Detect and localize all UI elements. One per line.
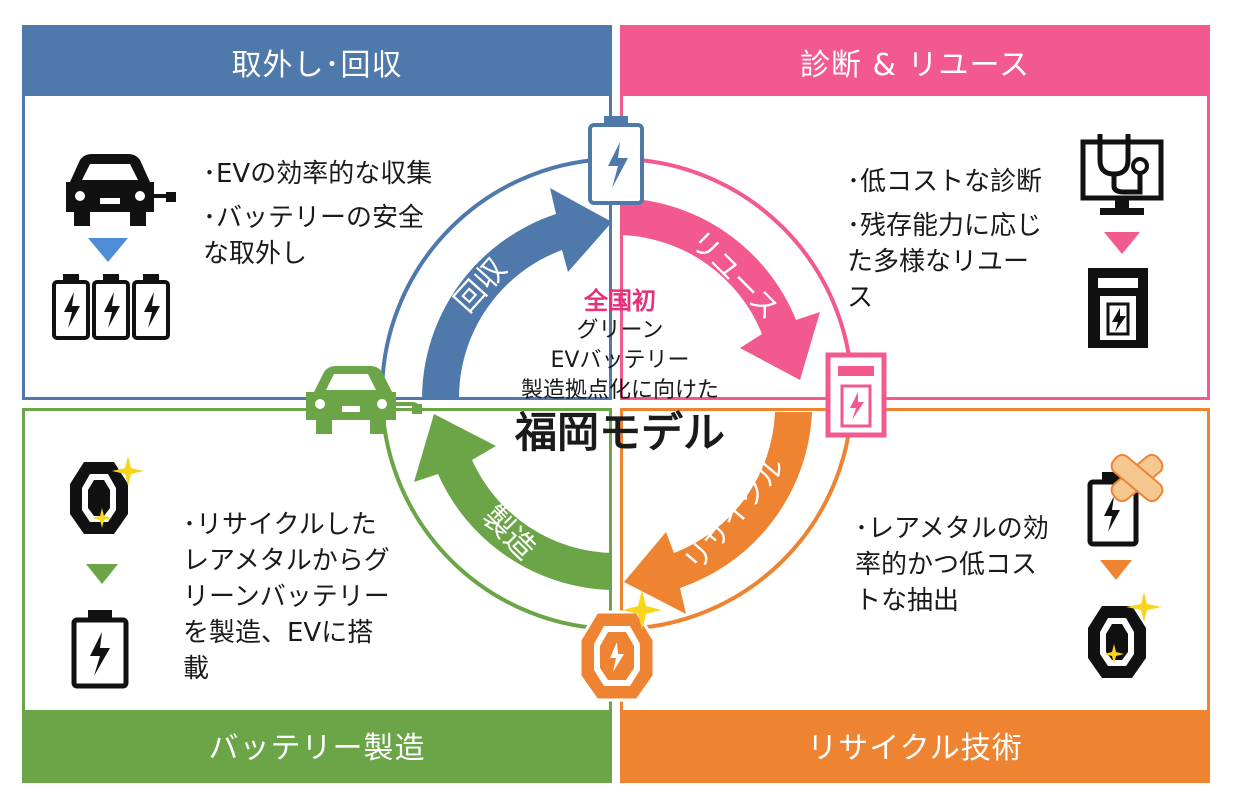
car-icon <box>306 366 422 434</box>
quadrant-removal-bullets: ･EVの効率的な収集 ･バッテリーの安全な取外し <box>203 156 433 280</box>
down-triangle-icon <box>1104 232 1140 254</box>
bullet-item: ･EVの効率的な収集 <box>203 159 433 189</box>
bullet-item: ･低コストな診断 <box>847 167 1043 197</box>
quadrant-reuse-title: 診断 & リユース <box>623 28 1207 96</box>
ring-arc-blue <box>380 157 618 395</box>
quadrant-recycling-title: リサイクル技術 <box>623 710 1207 780</box>
car-icon <box>66 154 176 226</box>
battery-icon <box>52 274 90 340</box>
bullet-item: ･バッテリーの安全な取外し <box>203 203 425 269</box>
bullet-item: ･レアメタルの効率的かつ低コストな抽出 <box>855 514 1049 616</box>
center-model-title: 福岡モデル <box>514 408 725 457</box>
ring-arc-green <box>380 393 618 631</box>
quadrant-reuse-bullets: ･低コストな診断 ･残存能力に応じた多様なリユース <box>847 164 1047 324</box>
quadrant-recycling: リサイクル技術 ･レアメタルの効率的かつ低コストな抽出 <box>620 408 1210 783</box>
center-first-label: 全国初 <box>584 287 656 315</box>
bullet-item: ･リサイクルしたレアメタルからグリーンバッテリーを製造、EVに搭載 <box>183 510 390 684</box>
gem-icon <box>578 610 656 702</box>
gem-icon <box>70 462 128 534</box>
battery-icon <box>588 116 644 205</box>
sparkle-icon <box>112 456 144 486</box>
center-line-1: グリーン <box>576 318 664 343</box>
arrow-manufacture <box>414 414 612 590</box>
ring-arc-pink <box>616 157 854 395</box>
bullet-item: ･残存能力に応じた多様なリユース <box>847 211 1043 313</box>
bandaged-battery-icon <box>1087 453 1164 547</box>
center-line-3: 製造拠点化に向けた <box>520 378 719 403</box>
battery-icon <box>71 610 129 689</box>
battery-icon <box>92 274 130 340</box>
stethoscope-monitor-icon <box>1080 134 1164 215</box>
down-triangle-icon <box>88 238 128 262</box>
sparkle-icon <box>622 590 662 630</box>
quadrant-manufacturing-title: バッテリー製造 <box>25 710 609 780</box>
arrow-collect <box>421 188 612 400</box>
sparkle-icon <box>1126 592 1162 622</box>
arrow-reuse <box>622 198 820 380</box>
sparkle-icon <box>92 508 112 528</box>
sparkle-icon <box>1104 644 1124 664</box>
gem-icon <box>1088 606 1146 678</box>
charging-station-icon <box>1088 268 1148 348</box>
quadrant-recycling-bullets: ･レアメタルの効率的かつ低コストな抽出 <box>855 511 1055 627</box>
center-line-2: EVバッテリー <box>550 348 690 373</box>
down-triangle-icon <box>1100 560 1132 580</box>
arrow-recycle <box>624 412 812 614</box>
center-caption: 全国初 グリーン EVバッテリー 製造拠点化に向けた 福岡モデル <box>470 286 770 460</box>
ring-arc-orange <box>616 393 854 631</box>
quadrant-manufacturing-bullets: ･リサイクルしたレアメタルからグリーンバッテリーを製造、EVに搭載 <box>183 507 393 695</box>
battery-icon <box>132 274 170 340</box>
quadrant-removal-title: 取外し･回収 <box>25 28 609 96</box>
down-triangle-icon <box>86 564 118 584</box>
charging-station-icon <box>825 352 887 438</box>
